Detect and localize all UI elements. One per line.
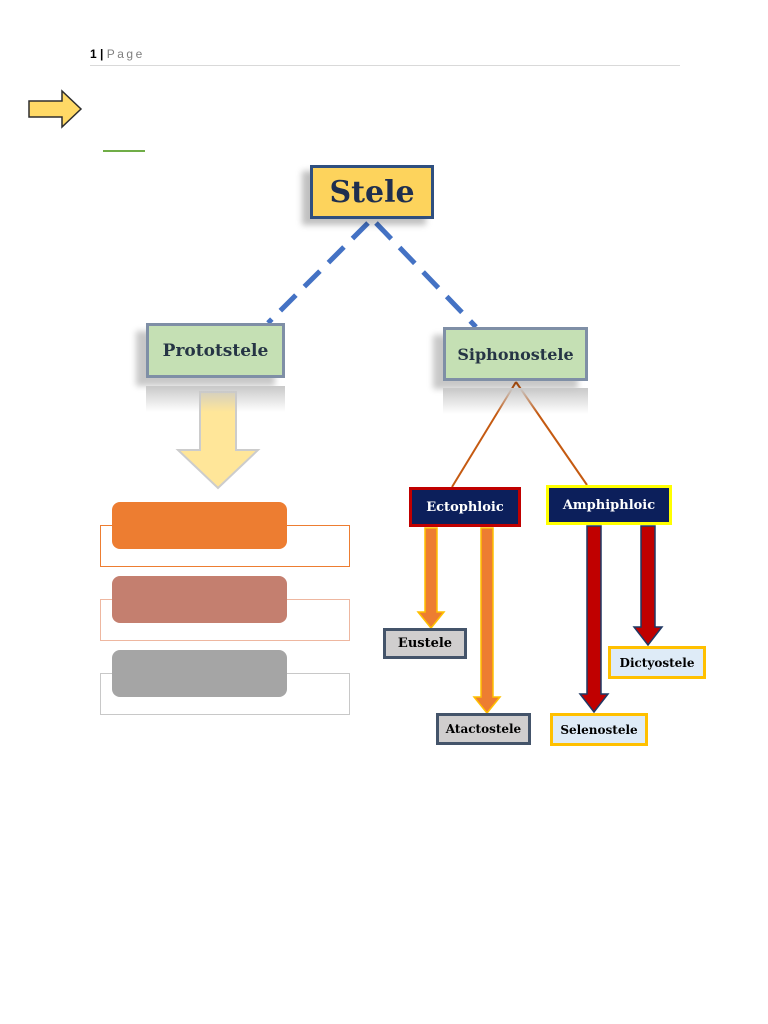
amphiphloic-box: Amphiphloic	[546, 485, 672, 525]
prototstele-reflection	[146, 386, 285, 412]
dashed-connector-right	[374, 221, 478, 329]
page-header: 1 | Page	[90, 47, 680, 66]
selenostele-box: Selenostele	[550, 713, 648, 746]
page-label: Page	[106, 47, 145, 61]
list-pill-1	[112, 502, 287, 549]
header-separator: |	[100, 47, 104, 61]
arrow-to-atactostele	[472, 527, 502, 715]
siphonostele-reflection	[443, 388, 588, 414]
arrow-to-dictyostele	[632, 525, 664, 647]
dashed-connector-left	[266, 221, 370, 325]
eustele-box: Eustele	[383, 628, 467, 659]
prototstele-box: Prototstele	[146, 323, 285, 378]
siphonostele-box: Siphonostele	[443, 327, 588, 381]
ectophloic-box: Ectophloic	[409, 487, 521, 527]
dictyostele-box: Dictyostele	[608, 646, 706, 679]
stele-box: Stele	[310, 165, 434, 219]
right-arrow-icon	[28, 89, 83, 129]
page-number: 1	[90, 47, 97, 61]
arrow-to-eustele	[416, 527, 446, 630]
atactostele-box: Atactostele	[436, 713, 531, 745]
arrow-to-selenostele	[578, 525, 610, 714]
list-pill-2	[112, 576, 287, 623]
green-underline	[103, 150, 145, 152]
list-pill-3	[112, 650, 287, 697]
